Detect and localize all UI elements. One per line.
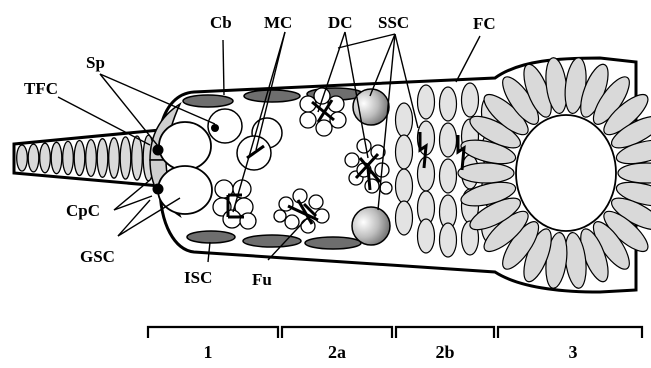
label-dc: DC bbox=[328, 13, 353, 32]
spectrosome-upper bbox=[153, 145, 164, 156]
terminal-filament-cell bbox=[97, 139, 108, 178]
label-sp: Sp bbox=[86, 53, 105, 72]
terminal-filament-cell bbox=[28, 144, 39, 172]
label-gsc: GSC bbox=[80, 247, 115, 266]
follicle-cell bbox=[440, 159, 457, 193]
spectrosome-lower bbox=[153, 184, 164, 195]
fusome-dot bbox=[211, 124, 219, 132]
label-ssc: SSC bbox=[378, 13, 409, 32]
terminal-filament-cell bbox=[17, 145, 28, 171]
terminal-filament-cell bbox=[51, 142, 62, 173]
follicle-cell bbox=[440, 223, 457, 257]
region-label-3: 3 bbox=[569, 342, 578, 362]
follicle-cell bbox=[396, 135, 413, 169]
follicle-cell bbox=[396, 201, 413, 235]
region-label-2a: 2a bbox=[328, 342, 346, 362]
follicle-cell bbox=[418, 85, 435, 119]
terminal-filament-cell bbox=[120, 137, 131, 179]
terminal-filament-cell bbox=[109, 138, 120, 178]
terminal-filament-cell bbox=[86, 140, 97, 177]
label-mc: MC bbox=[264, 13, 292, 32]
follicle-cell bbox=[440, 87, 457, 121]
region-label-2b: 2b bbox=[435, 342, 454, 362]
terminal-filament-cell bbox=[63, 141, 74, 174]
somatic-stem-cell-lower bbox=[352, 207, 390, 245]
terminal-filament-cell bbox=[74, 141, 85, 176]
label-fu: Fu bbox=[252, 270, 272, 289]
label-isc: ISC bbox=[184, 268, 212, 287]
region-label-1: 1 bbox=[204, 342, 213, 362]
follicle-cell bbox=[440, 123, 457, 157]
label-cpc: CpC bbox=[66, 201, 100, 220]
region-bracket bbox=[148, 327, 642, 338]
follicle-cell bbox=[396, 103, 413, 137]
label-fc: FC bbox=[473, 14, 496, 33]
terminal-filament-cell bbox=[132, 136, 143, 180]
label-tfc: TFC bbox=[24, 79, 58, 98]
follicle-cell bbox=[396, 169, 413, 203]
egg-chamber-follicle-cell bbox=[458, 163, 514, 183]
follicle-cell bbox=[418, 219, 435, 253]
terminal-filament-cell bbox=[40, 143, 51, 173]
follicle-cell bbox=[462, 83, 479, 117]
label-cb: Cb bbox=[210, 13, 232, 32]
